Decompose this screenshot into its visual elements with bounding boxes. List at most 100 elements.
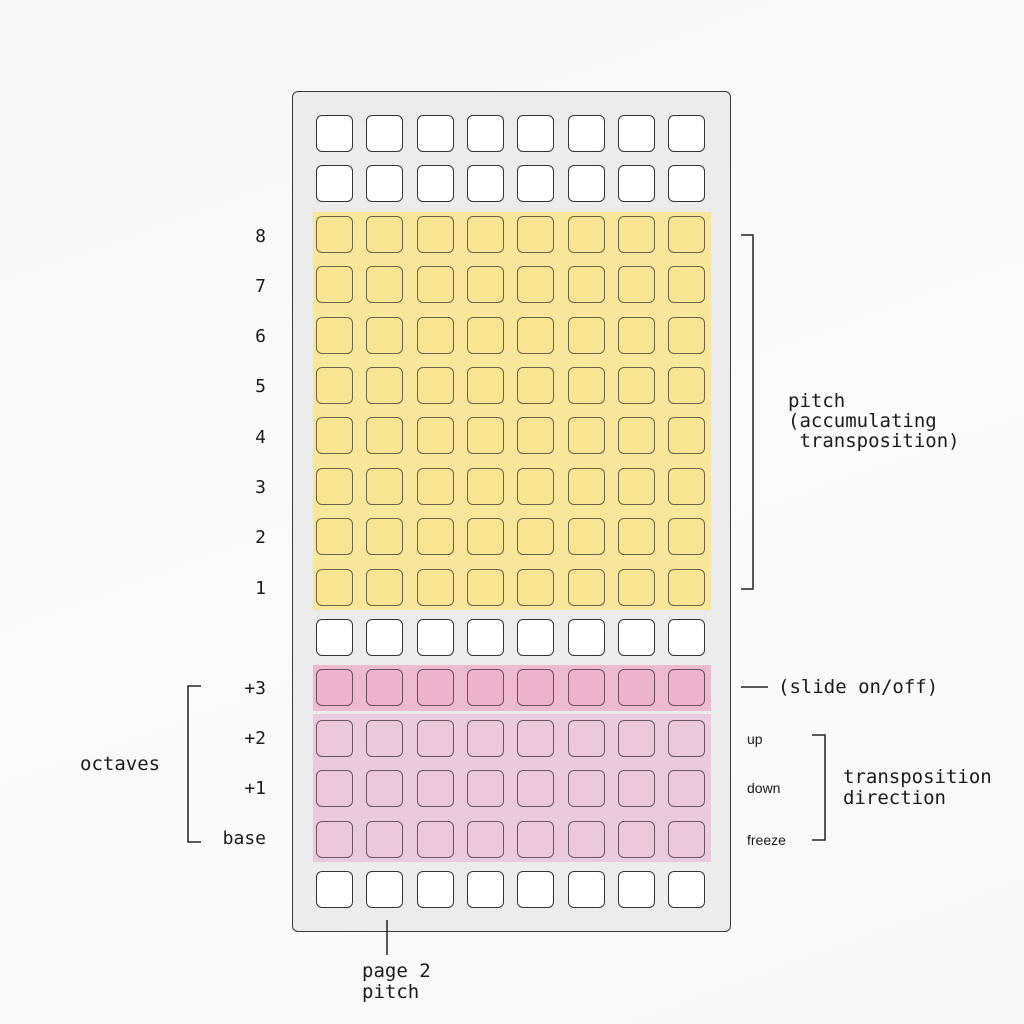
pitch-key[interactable] [316, 468, 353, 505]
pitch-key[interactable] [568, 216, 605, 253]
pitch-key[interactable] [618, 216, 655, 253]
pitch-key[interactable] [568, 468, 605, 505]
slide-key[interactable] [568, 669, 605, 706]
pitch-key[interactable] [668, 216, 705, 253]
empty-key[interactable] [417, 871, 454, 908]
direction-key[interactable] [568, 720, 605, 757]
pitch-key[interactable] [366, 569, 403, 606]
slide-key[interactable] [316, 669, 353, 706]
empty-key[interactable] [618, 165, 655, 202]
direction-key[interactable] [517, 821, 554, 858]
pitch-key[interactable] [517, 569, 554, 606]
pitch-key[interactable] [366, 317, 403, 354]
pitch-key[interactable] [517, 367, 554, 404]
direction-key[interactable] [668, 821, 705, 858]
pitch-key[interactable] [668, 417, 705, 454]
empty-key[interactable] [618, 871, 655, 908]
slide-key[interactable] [417, 669, 454, 706]
empty-key[interactable] [517, 165, 554, 202]
empty-key[interactable] [467, 165, 504, 202]
pitch-key[interactable] [618, 518, 655, 555]
direction-key[interactable] [568, 770, 605, 807]
slide-key[interactable] [517, 669, 554, 706]
empty-key[interactable] [366, 871, 403, 908]
pitch-key[interactable] [568, 569, 605, 606]
slide-key[interactable] [668, 669, 705, 706]
empty-key[interactable] [517, 871, 554, 908]
direction-key[interactable] [316, 720, 353, 757]
pitch-key[interactable] [618, 468, 655, 505]
pitch-key[interactable] [568, 367, 605, 404]
direction-key[interactable] [417, 770, 454, 807]
empty-key[interactable] [316, 165, 353, 202]
slide-key[interactable] [618, 669, 655, 706]
empty-key[interactable] [668, 165, 705, 202]
pitch-key[interactable] [366, 417, 403, 454]
pitch-key[interactable] [467, 367, 504, 404]
direction-key[interactable] [366, 770, 403, 807]
empty-key[interactable] [316, 871, 353, 908]
pitch-key[interactable] [366, 468, 403, 505]
pitch-key[interactable] [668, 518, 705, 555]
pitch-key[interactable] [517, 317, 554, 354]
slide-key[interactable] [366, 669, 403, 706]
empty-key[interactable] [618, 115, 655, 152]
pitch-key[interactable] [568, 417, 605, 454]
direction-key[interactable] [668, 720, 705, 757]
direction-key[interactable] [618, 720, 655, 757]
empty-key[interactable] [467, 871, 504, 908]
empty-key[interactable] [366, 115, 403, 152]
pitch-key[interactable] [316, 569, 353, 606]
pitch-key[interactable] [417, 266, 454, 303]
empty-key[interactable] [417, 115, 454, 152]
pitch-key[interactable] [618, 266, 655, 303]
pitch-key[interactable] [417, 468, 454, 505]
pitch-key[interactable] [467, 468, 504, 505]
direction-key[interactable] [417, 720, 454, 757]
pitch-key[interactable] [316, 266, 353, 303]
empty-key[interactable] [568, 871, 605, 908]
empty-key[interactable] [316, 619, 353, 656]
pitch-key[interactable] [467, 569, 504, 606]
pitch-key[interactable] [517, 518, 554, 555]
pitch-key[interactable] [467, 216, 504, 253]
pitch-key[interactable] [668, 317, 705, 354]
empty-key[interactable] [668, 115, 705, 152]
pitch-key[interactable] [316, 317, 353, 354]
pitch-key[interactable] [618, 569, 655, 606]
empty-key[interactable] [417, 165, 454, 202]
pitch-key[interactable] [568, 266, 605, 303]
pitch-key[interactable] [568, 518, 605, 555]
direction-key[interactable] [517, 720, 554, 757]
direction-key[interactable] [467, 821, 504, 858]
pitch-key[interactable] [417, 317, 454, 354]
pitch-key[interactable] [366, 367, 403, 404]
direction-key[interactable] [316, 821, 353, 858]
direction-key[interactable] [467, 770, 504, 807]
pitch-key[interactable] [668, 266, 705, 303]
pitch-key[interactable] [417, 216, 454, 253]
pitch-key[interactable] [467, 317, 504, 354]
slide-key[interactable] [467, 669, 504, 706]
direction-key[interactable] [618, 821, 655, 858]
direction-key[interactable] [467, 720, 504, 757]
pitch-key[interactable] [618, 417, 655, 454]
pitch-key[interactable] [618, 367, 655, 404]
pitch-key[interactable] [316, 518, 353, 555]
empty-key[interactable] [467, 115, 504, 152]
empty-key[interactable] [568, 115, 605, 152]
direction-key[interactable] [568, 821, 605, 858]
pitch-key[interactable] [417, 518, 454, 555]
pitch-key[interactable] [517, 266, 554, 303]
pitch-key[interactable] [668, 367, 705, 404]
pitch-key[interactable] [417, 569, 454, 606]
pitch-key[interactable] [668, 569, 705, 606]
direction-key[interactable] [316, 770, 353, 807]
empty-key[interactable] [668, 619, 705, 656]
empty-key[interactable] [366, 619, 403, 656]
empty-key[interactable] [568, 165, 605, 202]
empty-key[interactable] [668, 871, 705, 908]
direction-key[interactable] [668, 770, 705, 807]
pitch-key[interactable] [366, 266, 403, 303]
pitch-key[interactable] [467, 518, 504, 555]
